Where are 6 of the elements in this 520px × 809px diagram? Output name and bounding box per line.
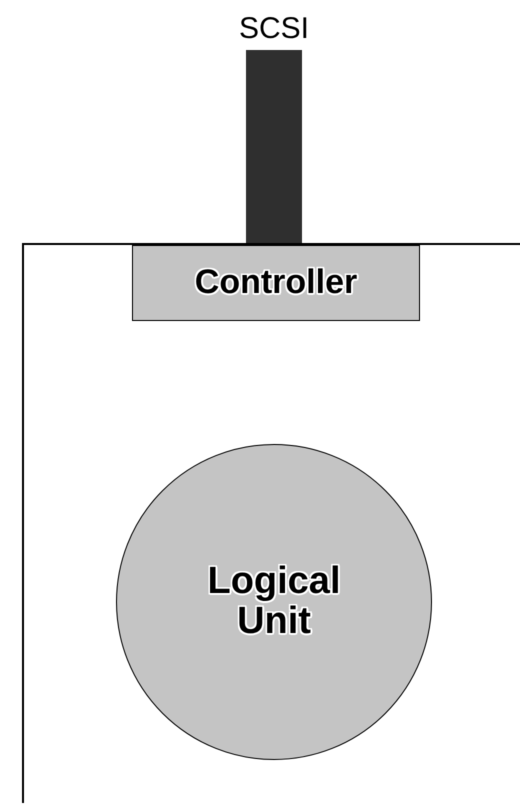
node-label: Controller	[194, 265, 358, 301]
bus-cable	[246, 50, 302, 243]
node-label: Logical Unit	[206, 562, 342, 642]
device-enclosure	[22, 243, 520, 803]
controller-box	[132, 245, 420, 321]
bus-label: SCSI	[238, 12, 310, 46]
